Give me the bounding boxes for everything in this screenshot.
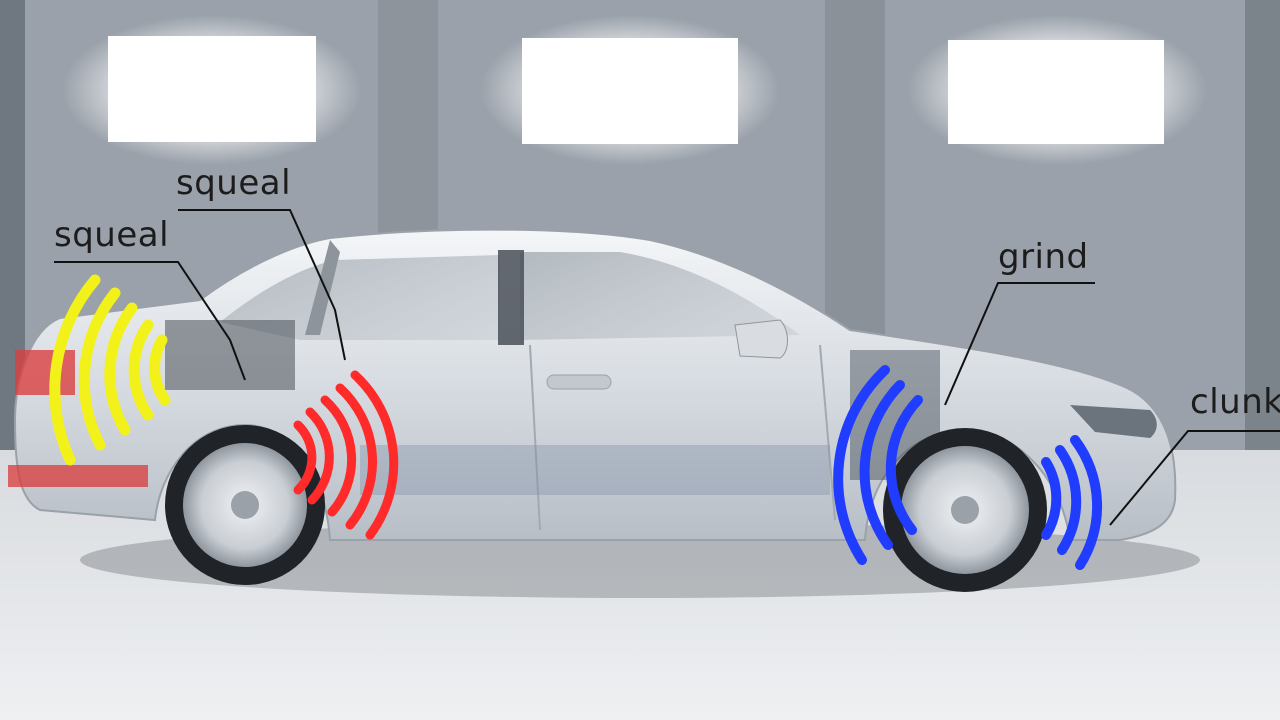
label-grind: grind bbox=[998, 237, 1089, 277]
front-wheel bbox=[883, 428, 1047, 592]
sound-waves-rear-wheel-red bbox=[293, 370, 399, 540]
label-clunk: clunk bbox=[1190, 382, 1280, 422]
ceiling-lights bbox=[62, 15, 1207, 165]
label-squeal-lower: squeal bbox=[54, 215, 170, 255]
sound-waves-front-wheel-blue bbox=[833, 365, 1103, 570]
rear-wheel bbox=[165, 425, 325, 585]
label-squeal-upper: squeal bbox=[176, 163, 292, 203]
leader-lines bbox=[54, 209, 1280, 526]
car bbox=[8, 228, 1177, 592]
sound-waves-rear-yellow bbox=[49, 274, 171, 466]
